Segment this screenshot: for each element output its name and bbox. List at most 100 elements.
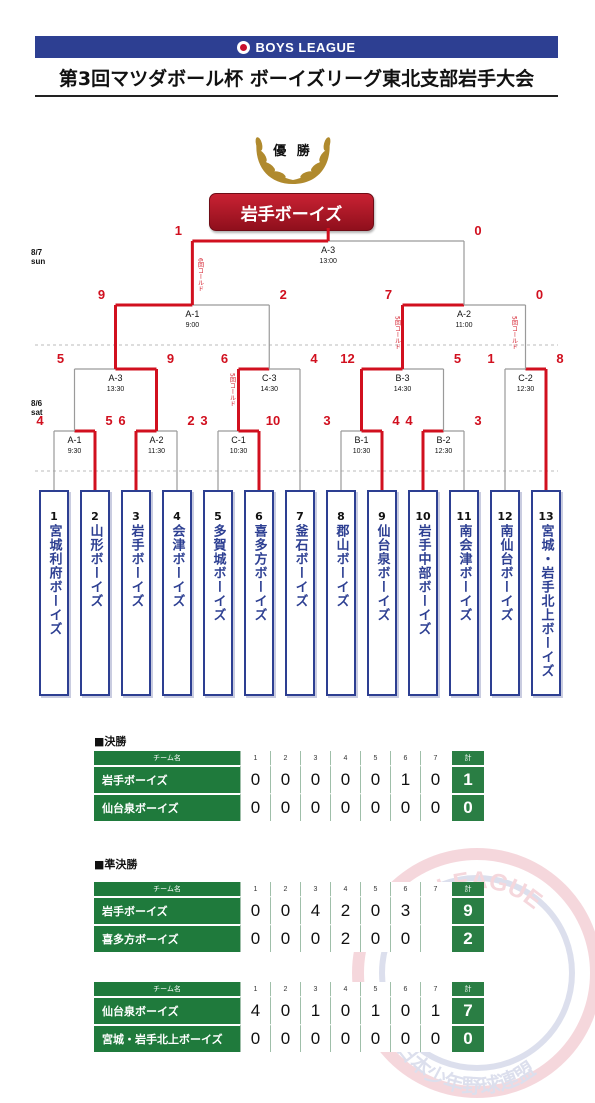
header-inning: 5 bbox=[360, 882, 390, 896]
header-inning: 2 bbox=[270, 882, 300, 896]
inning-score: 0 bbox=[240, 765, 270, 793]
inning-score: 0 bbox=[360, 765, 390, 793]
game-time: 11:00 bbox=[456, 322, 473, 329]
team-seed-number: 4 bbox=[173, 510, 181, 523]
game-time: 10:30 bbox=[353, 448, 371, 455]
header-inning: 1 bbox=[240, 751, 270, 765]
game-id: A-3 bbox=[108, 373, 122, 383]
team-seed-number: 5 bbox=[214, 510, 222, 523]
inning-score bbox=[420, 896, 450, 924]
right-score: 10 bbox=[266, 413, 280, 428]
inning-score: 1 bbox=[300, 996, 330, 1024]
header-team-name: チーム名 bbox=[94, 882, 240, 896]
title-divider bbox=[35, 95, 558, 97]
left-score: 1 bbox=[487, 351, 494, 366]
right-score: 4 bbox=[392, 413, 400, 428]
game-time: 12:30 bbox=[517, 386, 535, 393]
game-id: C-2 bbox=[518, 373, 533, 383]
right-score: 2 bbox=[187, 413, 194, 428]
team-seed-number: 11 bbox=[456, 510, 472, 523]
left-score: 9 bbox=[98, 287, 105, 302]
inning-score: 0 bbox=[270, 793, 300, 821]
game-id: A-1 bbox=[67, 435, 81, 445]
left-score: 3 bbox=[323, 413, 330, 428]
row-team-name: 岩手ボーイズ bbox=[94, 765, 240, 793]
header-inning: 7 bbox=[420, 882, 450, 896]
game-time: 9:30 bbox=[68, 448, 82, 455]
called-game-note: 5回コールド bbox=[394, 316, 401, 350]
game-time: 14:30 bbox=[394, 386, 412, 393]
row-team-name: 喜多方ボーイズ bbox=[94, 924, 240, 952]
page-title: 第3回マツダボール杯 ボーイズリーグ東北支部岩手大会 bbox=[58, 68, 535, 90]
header-team-name: チーム名 bbox=[94, 982, 240, 996]
total-score: 0 bbox=[450, 793, 484, 821]
team-name: 宮城利府ボーイズ bbox=[46, 524, 62, 636]
game-id: A-2 bbox=[457, 309, 471, 319]
inning-score: 1 bbox=[420, 996, 450, 1024]
header-inning: 6 bbox=[390, 882, 420, 896]
header-inning: 3 bbox=[300, 982, 330, 996]
right-score: 8 bbox=[556, 351, 563, 366]
day2-weekday: sun bbox=[31, 257, 45, 266]
team-name: 多賀城ボーイズ bbox=[210, 524, 226, 622]
day2-date: 8/7 bbox=[31, 248, 43, 257]
left-score: 5 bbox=[57, 351, 64, 366]
called-game-note: 6回コールド bbox=[197, 258, 204, 292]
inning-score: 2 bbox=[330, 924, 360, 952]
header-inning: 7 bbox=[420, 751, 450, 765]
team-name: 会津ボーイズ bbox=[169, 524, 185, 608]
header-inning: 1 bbox=[240, 882, 270, 896]
inning-score: 0 bbox=[360, 793, 390, 821]
left-score: 6 bbox=[118, 413, 125, 428]
total-score: 0 bbox=[450, 1024, 484, 1052]
inning-score: 0 bbox=[390, 924, 420, 952]
left-score: 1 bbox=[175, 223, 182, 238]
game-id: B-2 bbox=[436, 435, 450, 445]
header-inning: 4 bbox=[330, 751, 360, 765]
team-name: 釜石ボーイズ bbox=[292, 524, 308, 608]
right-score: 0 bbox=[474, 223, 481, 238]
team-name: 喜多方ボーイズ bbox=[251, 524, 267, 622]
right-score: 0 bbox=[536, 287, 543, 302]
inning-score: 2 bbox=[330, 896, 360, 924]
inning-score: 0 bbox=[240, 896, 270, 924]
team-name: 南会津ボーイズ bbox=[456, 524, 472, 622]
header-inning: 1 bbox=[240, 982, 270, 996]
right-score: 2 bbox=[280, 287, 287, 302]
team-name: 郡山ボーイズ bbox=[333, 524, 349, 608]
inning-score: 1 bbox=[390, 765, 420, 793]
team-name: 岩手ボーイズ bbox=[128, 524, 144, 608]
game-time: 10:30 bbox=[230, 448, 248, 455]
game-id: A-1 bbox=[185, 309, 199, 319]
inning-score: 4 bbox=[300, 896, 330, 924]
right-score: 5 bbox=[105, 413, 112, 428]
inning-score: 0 bbox=[270, 924, 300, 952]
inning-score: 0 bbox=[300, 1024, 330, 1052]
game-time: 14:30 bbox=[260, 386, 278, 393]
row-team-name: 仙台泉ボーイズ bbox=[94, 996, 240, 1024]
header-team-name: チーム名 bbox=[94, 751, 240, 765]
team-seed-number: 13 bbox=[538, 510, 554, 523]
header-inning: 6 bbox=[390, 751, 420, 765]
inning-score: 0 bbox=[300, 924, 330, 952]
team-seed-number: 2 bbox=[91, 510, 99, 523]
inning-score: 0 bbox=[390, 996, 420, 1024]
header-total: 計 bbox=[450, 882, 484, 896]
inning-score: 0 bbox=[360, 1024, 390, 1052]
inning-score: 0 bbox=[390, 1024, 420, 1052]
inning-score: 0 bbox=[420, 793, 450, 821]
inning-score: 0 bbox=[300, 793, 330, 821]
left-score: 4 bbox=[405, 413, 413, 428]
